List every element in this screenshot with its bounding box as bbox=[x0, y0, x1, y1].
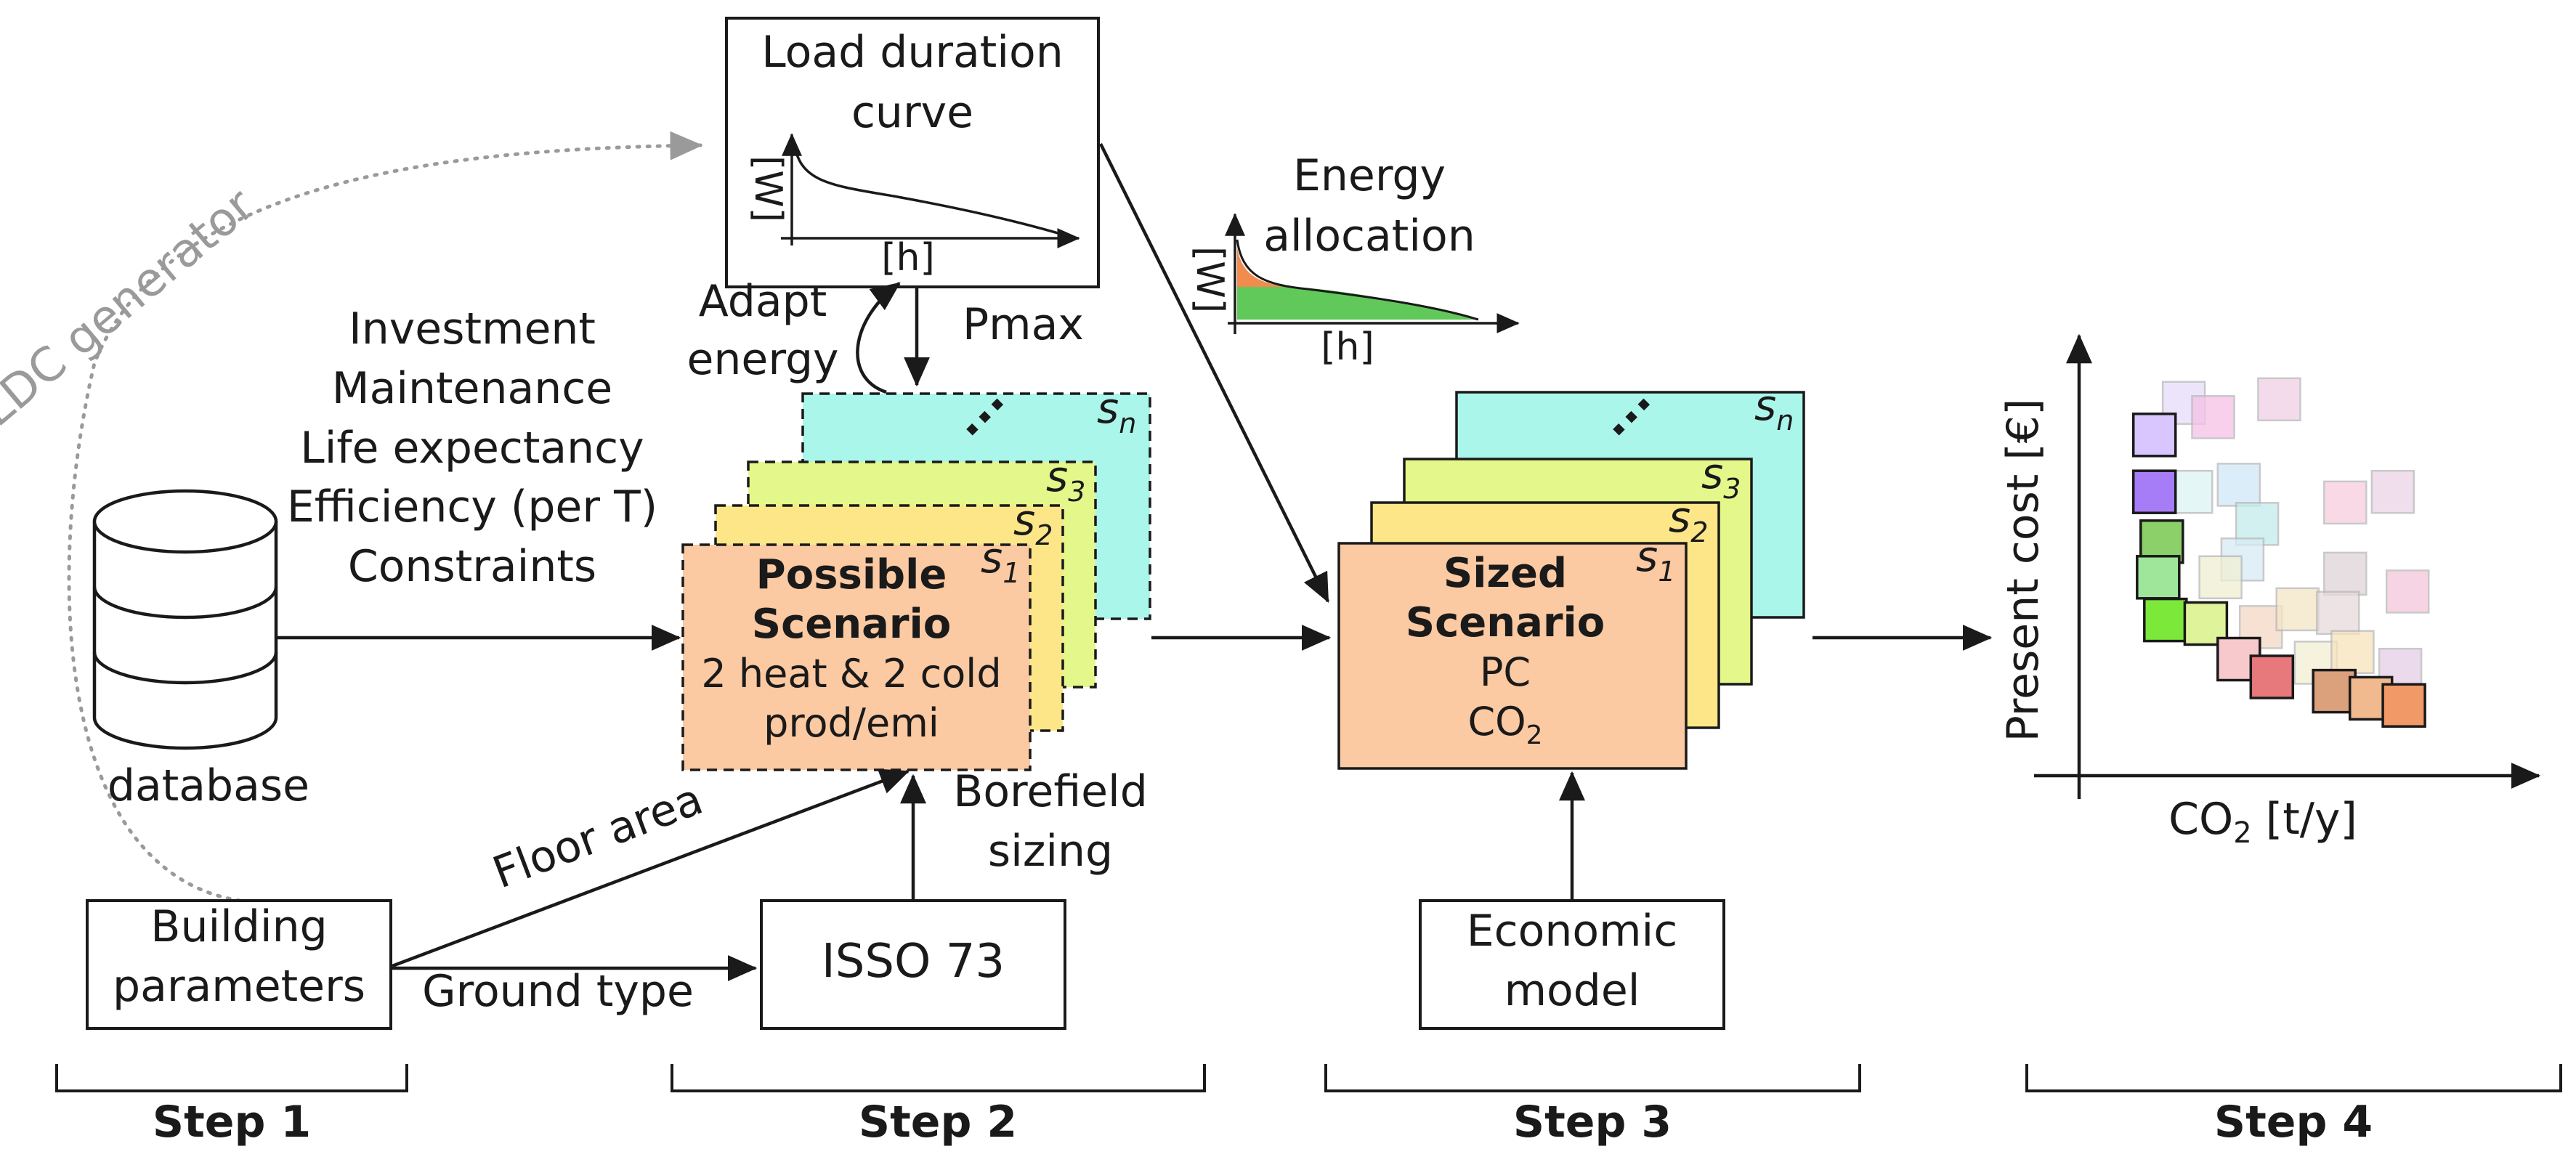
pareto-point bbox=[2136, 555, 2181, 600]
energy-orange-area bbox=[1237, 247, 1293, 287]
pareto-point bbox=[2131, 413, 2177, 458]
possible-sub-3: s3 bbox=[1046, 452, 1085, 508]
sized-sub-2: s2 bbox=[1669, 492, 1708, 548]
ldc-curve bbox=[793, 141, 1069, 238]
pareto-point bbox=[2249, 654, 2295, 699]
step1-label: Step 1 bbox=[153, 1097, 311, 1148]
isso-label: ISSO 73 bbox=[822, 935, 1005, 989]
pareto-point bbox=[2275, 587, 2320, 632]
floor-area-arrow bbox=[392, 768, 910, 968]
possible-card-1 bbox=[681, 543, 1032, 771]
param-life-expectancy: Life expectancy bbox=[300, 423, 644, 474]
energy-curve bbox=[1236, 239, 1479, 321]
floor-area-label: Floor area bbox=[486, 774, 709, 898]
pareto-point bbox=[2381, 683, 2426, 728]
energy-allocation-line1: Energy bbox=[1293, 150, 1446, 201]
ground-type-label: Ground type bbox=[422, 966, 694, 1017]
adapt-label-line2: energy bbox=[686, 334, 838, 385]
sized-line3: PC bbox=[1480, 649, 1531, 695]
sized-sub-n: sn bbox=[1754, 381, 1794, 437]
ldc-x-unit: [h] bbox=[881, 236, 935, 280]
pareto-point bbox=[2168, 469, 2214, 514]
possible-line4: prod/emi bbox=[764, 700, 939, 746]
pareto-x-label: CO2 [t/y] bbox=[2168, 794, 2357, 850]
ldc-title-line1: Load duration bbox=[761, 27, 1064, 78]
sized-line4: CO2 bbox=[1467, 699, 1542, 750]
sized-sub-3: s3 bbox=[1701, 449, 1741, 505]
possible-line3: 2 heat & 2 cold bbox=[701, 651, 1001, 697]
pareto-y-label: Present cost [€] bbox=[1998, 399, 2049, 742]
ldc-title-line2: curve bbox=[851, 87, 973, 138]
economic-model-box bbox=[1419, 899, 1725, 1030]
economic-line2: model bbox=[1504, 965, 1640, 1016]
step3-label: Step 3 bbox=[1513, 1097, 1672, 1148]
possible-title2: Scenario bbox=[752, 601, 951, 648]
energy-x-unit: [h] bbox=[1321, 325, 1374, 369]
pareto-point bbox=[2323, 551, 2368, 596]
borefield-line2: sizing bbox=[988, 826, 1113, 877]
energy-allocation-line2: allocation bbox=[1263, 211, 1475, 261]
isso-73-box bbox=[760, 899, 1066, 1030]
building-line1: Building bbox=[150, 901, 327, 952]
economic-line1: Economic bbox=[1467, 906, 1677, 957]
pareto-point bbox=[2370, 469, 2415, 514]
pareto-point bbox=[2191, 395, 2235, 439]
building-line2: parameters bbox=[113, 961, 365, 1012]
pareto-point bbox=[2216, 463, 2261, 507]
possible-sub-n: sn bbox=[1097, 383, 1136, 439]
pareto-points bbox=[2131, 377, 2430, 728]
energy-green-area bbox=[1237, 287, 1478, 320]
building-parameters-box bbox=[86, 899, 392, 1030]
database-icon bbox=[92, 489, 278, 750]
sized-title2: Scenario bbox=[1406, 599, 1605, 646]
adapt-label-line1: Adapt bbox=[699, 276, 827, 327]
pareto-point bbox=[2312, 668, 2357, 714]
possible-sub-1: s1 bbox=[981, 533, 1020, 589]
pareto-point bbox=[2323, 480, 2368, 525]
step4-label: Step 4 bbox=[2214, 1097, 2373, 1148]
param-investment: Investment bbox=[349, 304, 596, 354]
pareto-point bbox=[2385, 569, 2430, 614]
energy-y-unit: [W] bbox=[1188, 246, 1231, 313]
ldc-y-unit: [W] bbox=[746, 155, 790, 222]
borefield-line1: Borefield bbox=[953, 766, 1148, 817]
ldc-to-sized-arrow bbox=[1098, 142, 1330, 604]
step4-bracket bbox=[2025, 1064, 2562, 1092]
sized-sub-1: s1 bbox=[1636, 532, 1675, 588]
sized-title1: Sized bbox=[1443, 550, 1567, 597]
database-label: database bbox=[108, 760, 309, 811]
ldc-generator-label: LDC generator bbox=[0, 178, 264, 437]
param-constraints: Constraints bbox=[348, 541, 596, 592]
pareto-point bbox=[2143, 597, 2188, 643]
step2-bracket bbox=[671, 1064, 1206, 1092]
step1-bracket bbox=[55, 1064, 408, 1092]
step2-label: Step 2 bbox=[859, 1097, 1017, 1148]
database-params: Investment Maintenance Life expectancy E… bbox=[287, 304, 657, 592]
param-efficiency: Efficiency (per T) bbox=[287, 482, 657, 532]
possible-sub-2: s2 bbox=[1013, 495, 1053, 551]
pareto-point bbox=[2257, 377, 2301, 422]
step3-bracket bbox=[1324, 1064, 1861, 1092]
param-maintenance: Maintenance bbox=[332, 363, 612, 414]
possible-title1: Possible bbox=[756, 551, 947, 598]
sized-card-1 bbox=[1337, 542, 1688, 770]
pmax-label: Pmax bbox=[963, 299, 1084, 350]
pareto-point bbox=[2131, 469, 2177, 514]
pareto-point bbox=[2198, 555, 2243, 600]
pareto-point bbox=[2330, 630, 2375, 674]
adapt-energy-arrow bbox=[856, 282, 901, 394]
pareto-point bbox=[2315, 590, 2360, 636]
